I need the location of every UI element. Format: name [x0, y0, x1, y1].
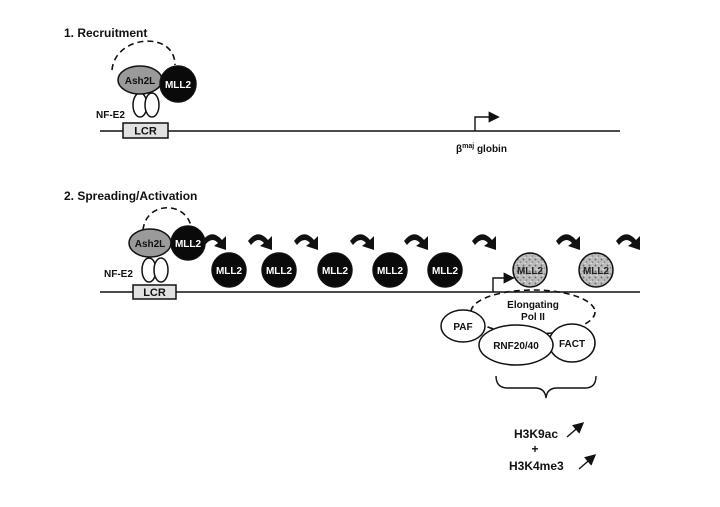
- mll2-circle-spread: [317, 252, 353, 288]
- paf-label: PAF: [453, 322, 472, 333]
- spreading-curved-arrow: [556, 234, 580, 250]
- lcr-label-2: LCR: [143, 287, 166, 299]
- mll2-spread-label: MLL2: [322, 266, 349, 277]
- nfe2-label-2: NF-E2: [104, 269, 133, 280]
- section-recruitment: 1. Recruitment LCR NF-E2 Ash2L MLL2 βmaj…: [64, 26, 620, 155]
- mll2-spread-label: MLL2: [216, 266, 243, 277]
- paf-oval: [440, 309, 486, 343]
- mark-h3k9ac: H3K9ac: [514, 427, 558, 441]
- spreading-curved-arrow: [202, 234, 226, 250]
- rnf20-40-oval: [478, 324, 554, 366]
- section2-title: 2. Spreading/Activation: [64, 189, 197, 203]
- elongating-label-line1: Elongating: [507, 300, 559, 311]
- lcr-label-1: LCR: [134, 126, 157, 138]
- mark-plus: +: [531, 442, 538, 456]
- mll2-spread-label: MLL2: [432, 266, 459, 277]
- spreading-curved-arrow: [294, 234, 318, 250]
- mll2-label-1: MLL2: [165, 80, 192, 91]
- elongating-label-line2: Pol II: [521, 312, 545, 323]
- mark-h3k4me3: H3K4me3: [509, 459, 564, 473]
- mll2-spread-label: MLL2: [517, 266, 544, 277]
- lcr-box-1: [122, 122, 169, 139]
- spreading-curved-arrow: [404, 234, 428, 250]
- spreading-curved-arrow: [472, 234, 496, 250]
- h3k9ac-up-arrow: [566, 422, 585, 438]
- mll2-circle-active: [578, 252, 614, 288]
- mll2-circle-spread: [211, 252, 247, 288]
- mll2-circle-spread: [261, 252, 297, 288]
- mll2-spread-label: MLL2: [266, 266, 293, 277]
- nfe2-subunit-right-2: [153, 257, 169, 283]
- mll2-spread-label: MLL2: [583, 266, 610, 277]
- section1-title: 1. Recruitment: [64, 26, 147, 40]
- section-spreading: 2. Spreading/Activation LCR NF-E2 Ash2L …: [64, 189, 640, 473]
- h3k4me3-up-arrow: [578, 454, 597, 470]
- spreading-curved-arrow: [350, 234, 374, 250]
- gene-label: βmaj globin: [456, 143, 507, 155]
- mll2-label-anchor: MLL2: [175, 239, 202, 250]
- lcr-box-2: [132, 284, 177, 300]
- dashed-arc-2: [142, 207, 193, 233]
- spreading-arrows: [202, 234, 640, 250]
- nfe2-subunit-right-1: [144, 92, 160, 118]
- spreading-mll2-group: MLL2 MLL2 MLL2 MLL2 MLL2 MLL2 MLL2: [211, 252, 614, 288]
- nfe2-label-1: NF-E2: [96, 110, 125, 121]
- elongating-pol2-ellipse: [470, 289, 596, 335]
- mll2-spread-label: MLL2: [377, 266, 404, 277]
- ash2l-label-1: Ash2L: [125, 76, 156, 87]
- spreading-curved-arrow: [248, 234, 272, 250]
- spreading-curved-arrow: [616, 234, 640, 250]
- tss-arrow-1: [474, 111, 500, 131]
- dashed-arc-1: [111, 40, 176, 71]
- rnf20-40-label: RNF20/40: [493, 341, 539, 352]
- mll2-circle-1: [159, 65, 197, 103]
- mll2-circle-active: [512, 252, 548, 288]
- mll2-circle-spread: [427, 252, 463, 288]
- tss-arrow-2: [492, 272, 515, 292]
- fact-label: FACT: [559, 339, 585, 350]
- ash2l-label-2: Ash2L: [135, 239, 166, 250]
- grouping-brace: [495, 375, 597, 399]
- mll2-circle-spread: [372, 252, 408, 288]
